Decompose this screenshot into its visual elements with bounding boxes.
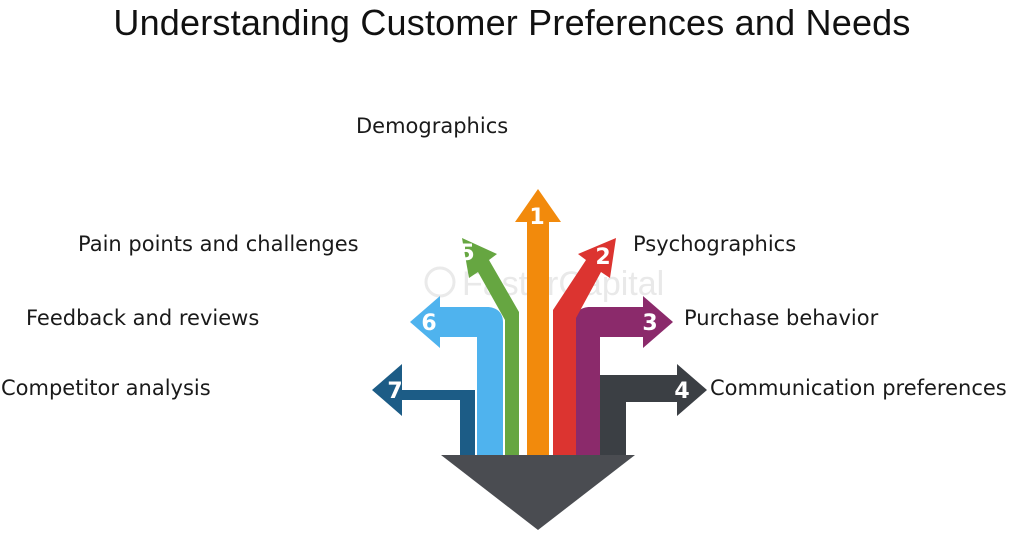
number-2: 2 [595,245,610,270]
number-4: 4 [674,379,689,404]
number-7: 7 [387,379,402,404]
label-pain-points: Pain points and challenges [78,232,359,256]
arrow-6 [410,296,503,455]
base-arrow [441,455,635,530]
number-1: 1 [529,205,544,230]
label-demographics: Demographics [356,114,509,138]
number-5: 5 [459,241,474,266]
label-psychographics: Psychographics [633,232,797,256]
arrow-2 [553,238,616,455]
arrow-7 [372,364,475,455]
diagram-title: Understanding Customer Preferences and N… [113,2,911,43]
arrow-3 [574,296,673,455]
label-purchase-behavior: Purchase behavior [684,306,879,330]
label-feedback-reviews: Feedback and reviews [26,306,260,330]
label-competitor-analysis: Competitor analysis [1,376,211,400]
number-3: 3 [642,311,657,336]
arrow-4 [600,364,707,455]
arrow-5 [462,238,519,455]
label-communication-preferences: Communication preferences [710,376,1007,400]
arrow-1 [515,189,561,455]
number-6: 6 [421,311,436,336]
